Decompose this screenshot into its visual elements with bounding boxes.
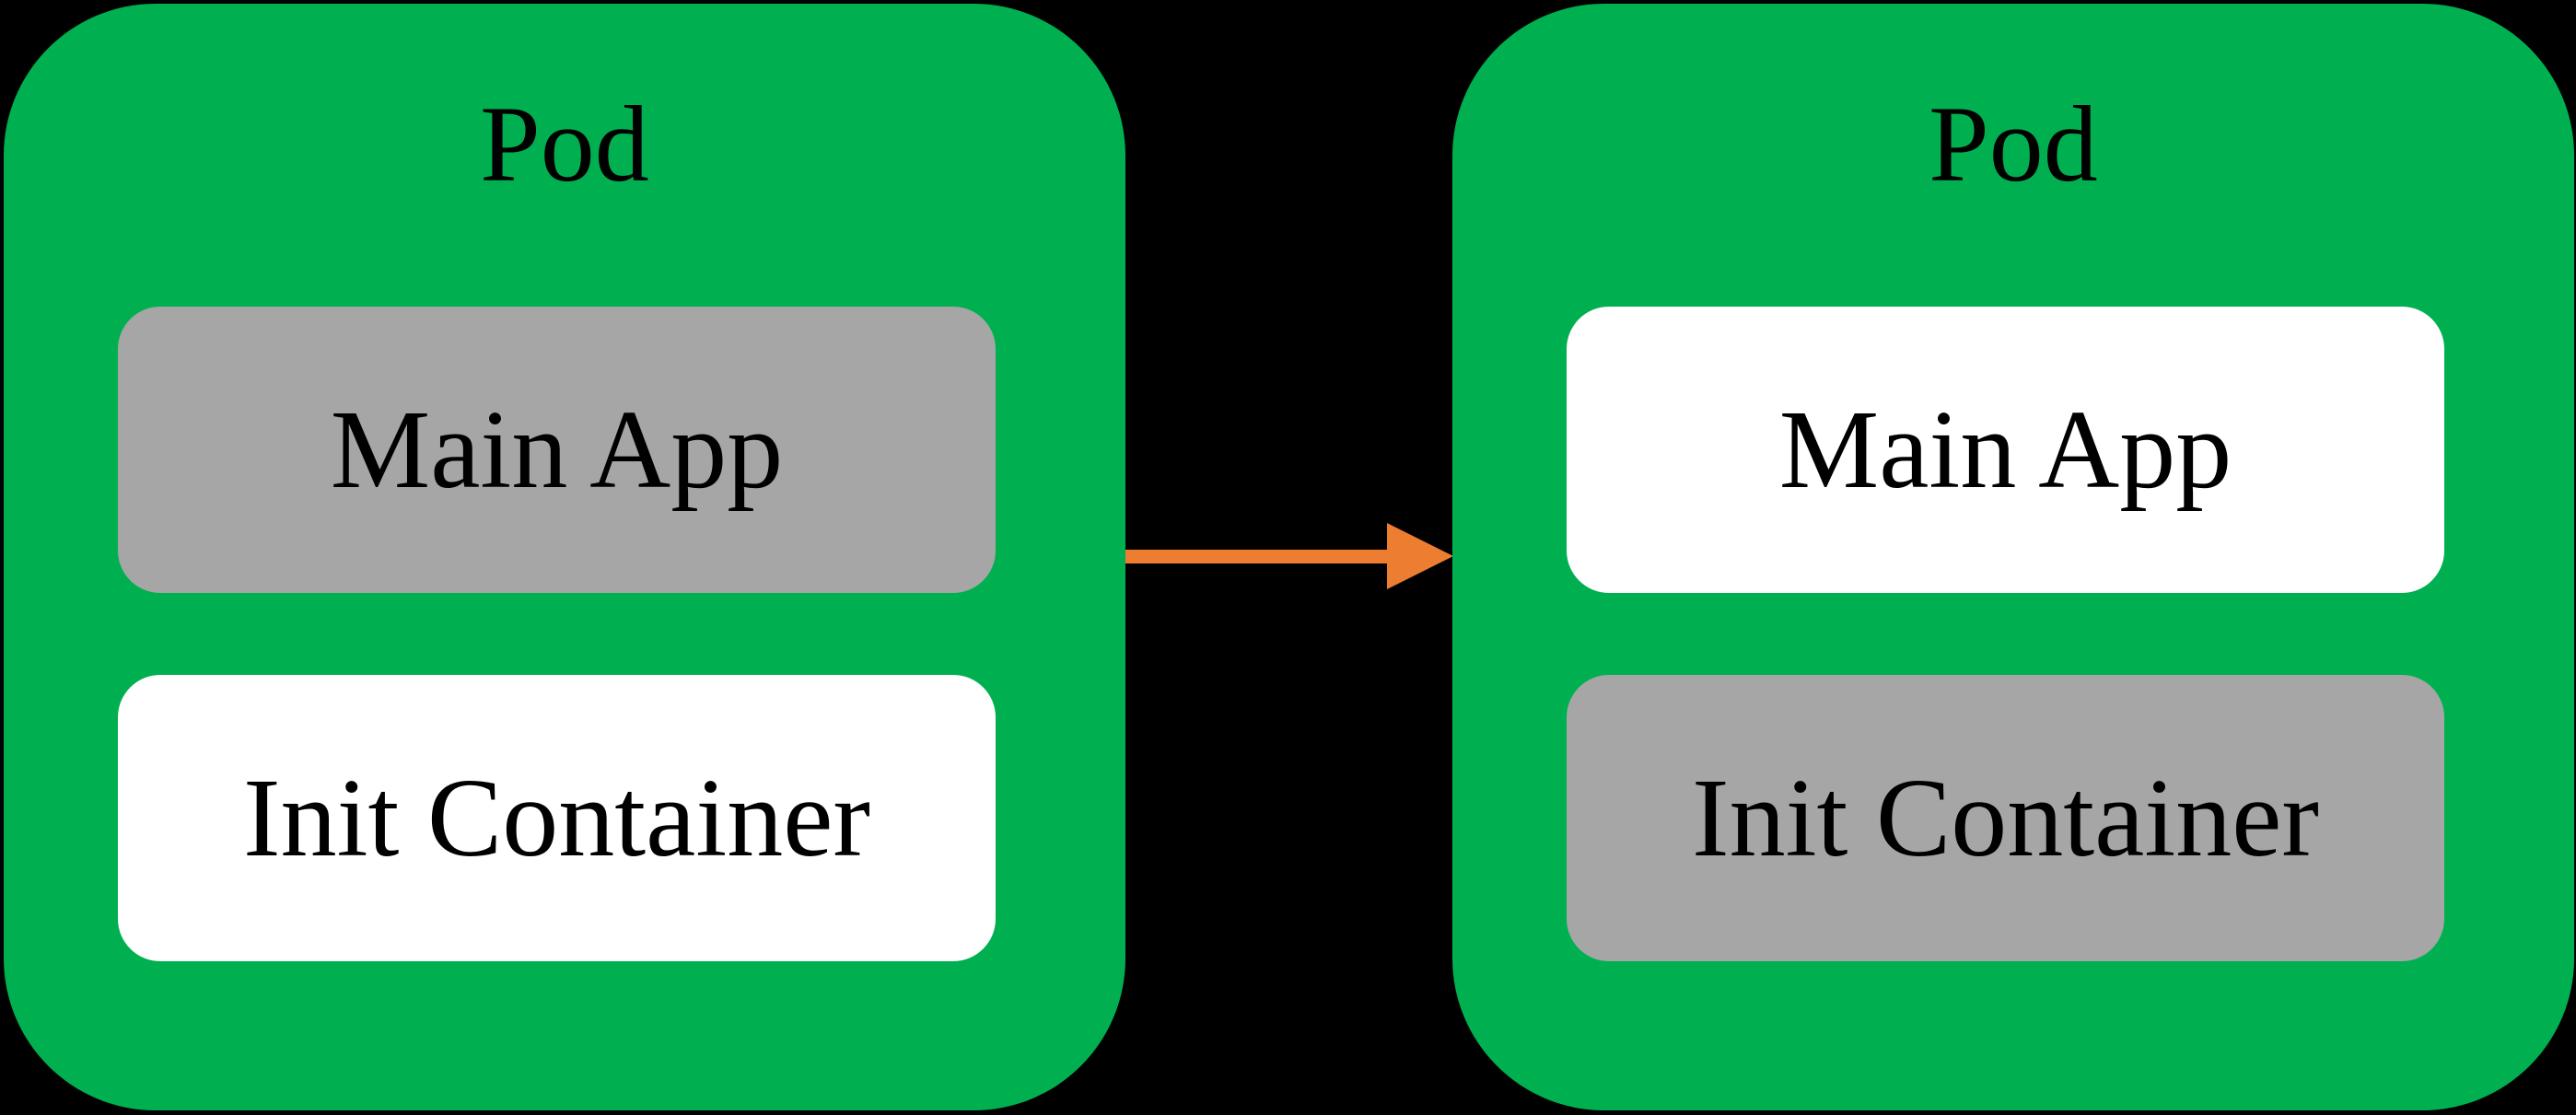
main-app-label: Main App: [330, 387, 784, 512]
init-container-label: Init Container: [1691, 755, 2319, 880]
arrow-head-icon: [1387, 523, 1453, 589]
arrow-shaft: [1125, 550, 1391, 563]
pod-title: Pod: [480, 84, 649, 204]
pod-title: Pod: [1929, 84, 2098, 204]
init-container-box: Init Container: [1567, 675, 2444, 961]
pod-left: Pod Main App Init Container: [4, 4, 1125, 1110]
init-container-label: Init Container: [242, 755, 870, 880]
init-container-box: Init Container: [118, 675, 996, 961]
main-app-label: Main App: [1778, 387, 2232, 512]
pod-right: Pod Main App Init Container: [1452, 4, 2574, 1110]
main-app-container: Main App: [1567, 307, 2444, 593]
main-app-container: Main App: [118, 307, 996, 593]
